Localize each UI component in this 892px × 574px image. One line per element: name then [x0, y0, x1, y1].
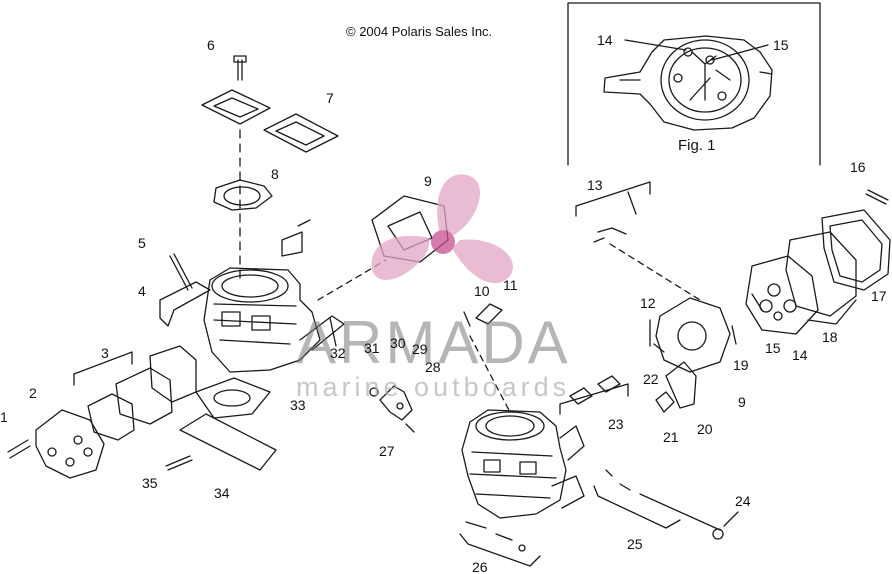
part-4-hose [159, 281, 211, 327]
part-25-bracket [593, 485, 681, 529]
part-9-lower-pump [653, 297, 731, 373]
callout-8: 8 [271, 166, 279, 182]
copyright-text: © 2004 Polaris Sales Inc. [346, 24, 493, 39]
part-23-bracket [559, 383, 629, 415]
leader-32 [329, 317, 337, 347]
part-5-screw [169, 253, 193, 291]
callout-16: 16 [850, 159, 866, 175]
carburetor-lower [461, 409, 585, 519]
part-16-screw [865, 189, 889, 205]
part-26-bracket [459, 533, 541, 567]
watermark-title: ARMADA [296, 309, 571, 376]
callout-14-right: 14 [792, 347, 808, 363]
part-6-screw [233, 55, 247, 81]
part-18-diaphragm-set [745, 209, 891, 335]
fig1-callout-15: 15 [773, 37, 789, 53]
figure-caption: Fig. 1 [678, 137, 716, 154]
part-35-screw [165, 455, 193, 471]
callout-22: 22 [643, 371, 659, 387]
callout-17: 17 [871, 288, 887, 304]
part-20-lever [665, 361, 697, 409]
figure-1-leader-15 [711, 44, 769, 61]
part-3-bracket [73, 351, 133, 386]
part-7-cover [201, 89, 339, 153]
callout-4: 4 [138, 283, 146, 299]
fig1-callout-14: 14 [597, 32, 613, 48]
watermark-subtitle: marine outboards [296, 372, 571, 402]
callout-9-upper: 9 [424, 173, 432, 189]
callout-9-lower: 9 [738, 394, 746, 410]
part-26-parts [465, 521, 526, 552]
callout-13: 13 [587, 177, 603, 193]
figure-1-carburetor-body [603, 35, 773, 131]
callout-3: 3 [101, 345, 109, 361]
callout-20: 20 [697, 421, 713, 437]
callout-7: 7 [326, 90, 334, 106]
leader-18 [807, 299, 857, 325]
callout-28: 28 [425, 359, 441, 375]
armada-propeller-logo [371, 174, 513, 284]
part-11-block [475, 303, 503, 325]
figure-1-frame [567, 2, 821, 166]
part-15-screw [751, 293, 763, 311]
callout-30: 30 [390, 335, 406, 351]
parts-28-31-cluster [369, 385, 415, 433]
callout-26: 26 [472, 559, 488, 574]
part-2-pump-cover [35, 409, 105, 479]
callout-15-right: 15 [765, 340, 781, 356]
lower-dashed-line [469, 335, 511, 413]
part-8-gasket [213, 179, 273, 211]
callout-25: 25 [627, 536, 643, 552]
callout-33: 33 [290, 397, 306, 413]
leader-24 [723, 511, 739, 527]
callout-5: 5 [138, 235, 146, 251]
callout-2: 2 [29, 385, 37, 401]
callout-35: 35 [142, 475, 158, 491]
callout-27: 27 [379, 443, 395, 459]
part-1-screw [7, 439, 31, 459]
callout-32: 32 [330, 345, 346, 361]
callout-12: 12 [640, 295, 656, 311]
carburetor-upper [203, 219, 345, 373]
callout-29: 29 [412, 341, 428, 357]
callout-34: 34 [214, 485, 230, 501]
callout-11: 11 [503, 277, 518, 293]
part-33-gasket [195, 377, 271, 419]
callout-6: 6 [207, 37, 215, 53]
callout-23: 23 [608, 416, 624, 432]
part-25-parts [605, 469, 724, 540]
right-dashed-line [609, 243, 701, 301]
callout-1: 1 [0, 409, 8, 425]
part-34-plate [179, 413, 277, 471]
part-14-washer [773, 311, 783, 321]
part-13-parts [593, 191, 637, 243]
part-23-parts [569, 375, 621, 405]
part-13-bracket [575, 181, 651, 217]
part-10-screw [463, 311, 471, 327]
figure-1-leader-14 [624, 39, 687, 51]
callout-21: 21 [663, 429, 679, 445]
callout-19: 19 [733, 357, 749, 373]
callout-31: 31 [364, 340, 380, 356]
callout-24: 24 [735, 493, 751, 509]
part-21-clip [655, 391, 675, 413]
part-19-screw [731, 325, 737, 345]
callout-10: 10 [474, 283, 490, 299]
callout-18: 18 [822, 329, 838, 345]
